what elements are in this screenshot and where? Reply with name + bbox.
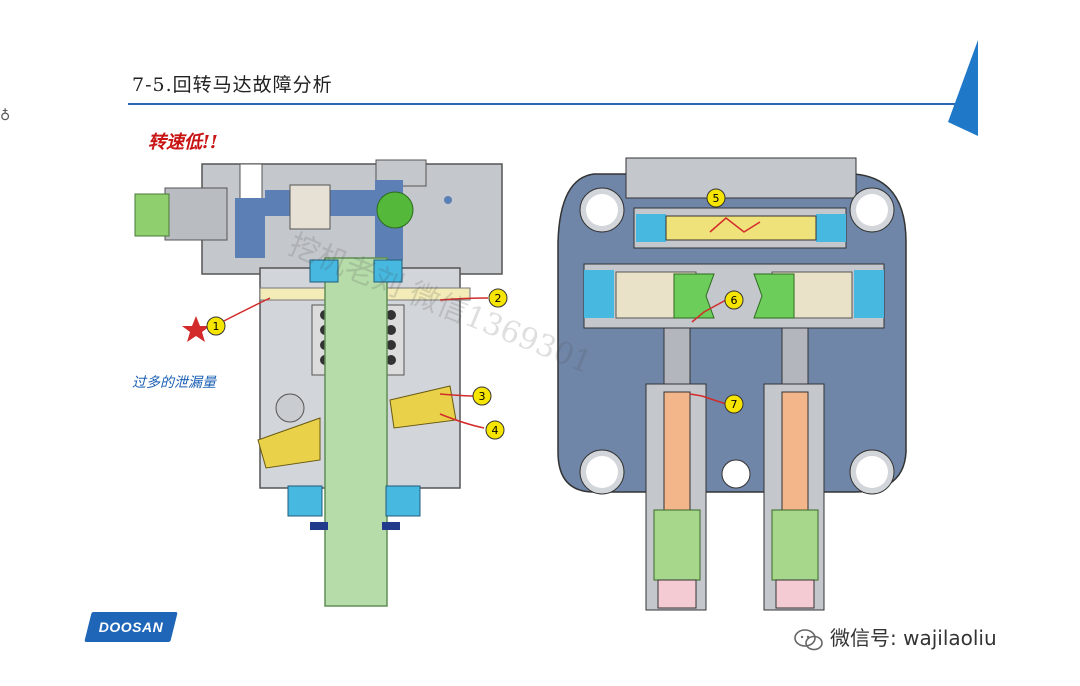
swing-motor-section-diagram: 1 2 3 4 xyxy=(134,159,508,607)
wechat-icon xyxy=(794,628,823,650)
wechat-id: 微信号: wajilaoliu xyxy=(830,626,997,650)
logo-text: DOOSAN xyxy=(98,619,164,635)
doosan-logo: DOOSAN xyxy=(84,612,178,642)
callout-5: 5 xyxy=(713,192,720,205)
leakage-label: 过多的泄漏量 xyxy=(132,375,216,391)
title-rule xyxy=(128,103,958,105)
callout-2: 2 xyxy=(495,292,502,305)
wechat-footer: 微信号: wajilaoliu xyxy=(794,622,997,651)
page-title: 7-5.回转马达故障分析 xyxy=(132,74,333,96)
callout-1: 1 xyxy=(213,320,220,333)
corner-triangle-decoration xyxy=(948,40,978,136)
callout-4: 4 xyxy=(492,424,499,437)
symptom-heading: 转速低!! xyxy=(148,132,218,153)
callout-6: 6 xyxy=(731,294,738,307)
callout-3: 3 xyxy=(479,390,486,403)
callout-7: 7 xyxy=(731,398,738,411)
relief-valve-section-diagram: 5 6 7 xyxy=(557,157,907,611)
page-edge-icon: ♁ xyxy=(0,108,11,124)
